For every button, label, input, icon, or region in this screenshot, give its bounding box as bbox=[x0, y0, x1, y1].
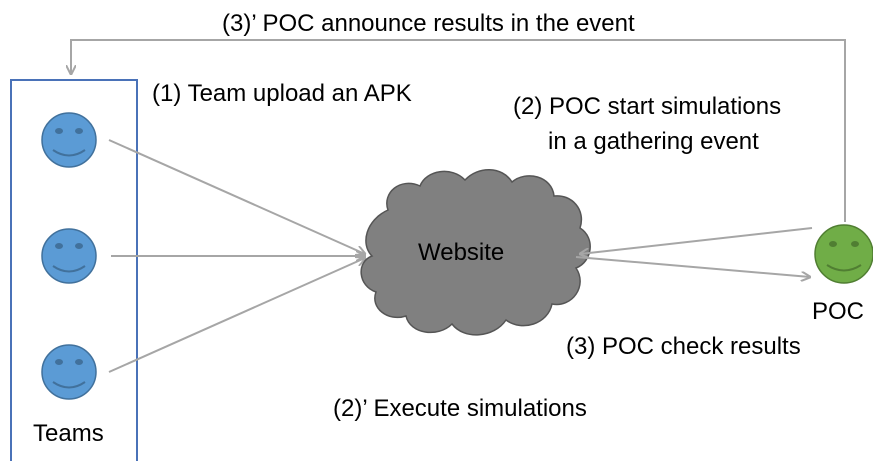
team-member-3-smiley-face-icon bbox=[41, 344, 97, 400]
teams-label: Teams bbox=[33, 420, 104, 447]
website-cloud-icon bbox=[360, 169, 591, 336]
execute-simulations-label: (2)’ Execute simulations bbox=[333, 395, 587, 422]
poc-start-label-line-1: (2) POC start simulations bbox=[513, 93, 782, 120]
website-label: Website bbox=[418, 239, 505, 266]
poc-check-label: (3) POC check results bbox=[566, 333, 801, 360]
team-member-2-smiley-face-icon bbox=[41, 228, 97, 284]
team-upload-label: (1) Team upload an APK bbox=[152, 80, 412, 107]
poc-start-label-line-2: in a gathering event bbox=[548, 128, 759, 155]
poc-label: POC bbox=[812, 298, 865, 325]
start-simulations-arrow bbox=[580, 227, 813, 254]
check-results-arrow bbox=[575, 256, 810, 277]
upload-arrow-team-1 bbox=[108, 139, 365, 254]
announce-results-arrow bbox=[71, 39, 846, 222]
poc-smiley-face-icon bbox=[814, 224, 873, 284]
announce-results-label: (3)’ POC announce results in the event bbox=[222, 10, 635, 37]
teams-box bbox=[10, 79, 138, 461]
execute-arrow-team-3 bbox=[108, 258, 365, 373]
team-member-1-smiley-face-icon bbox=[41, 112, 97, 168]
